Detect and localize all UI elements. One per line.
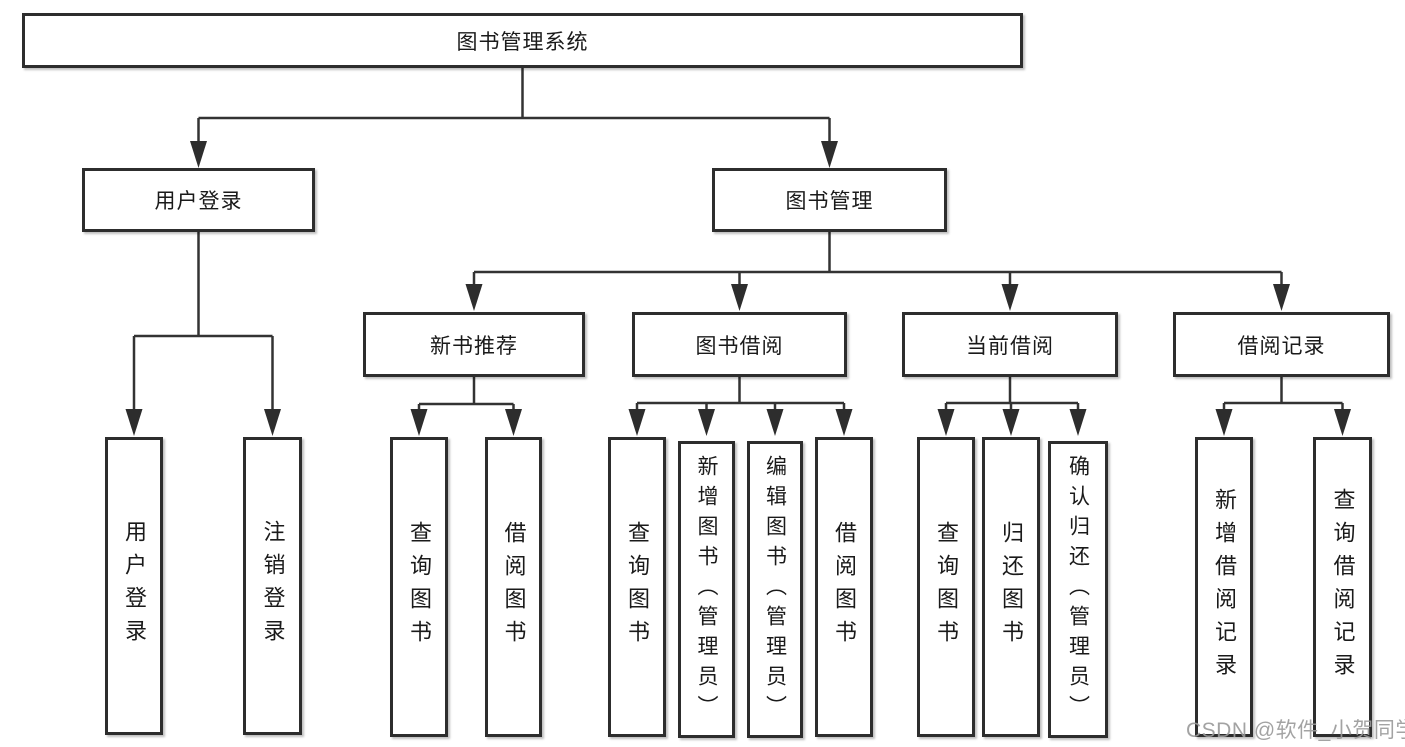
leaf-nbr-borrow-books: 借阅图书: [485, 437, 542, 737]
node-label: 用户登录: [154, 190, 243, 213]
node-label: 新增借阅记录: [1212, 488, 1237, 686]
node-label: 图书管理: [785, 190, 874, 213]
leaf-cb-query-books: 查询图书: [917, 437, 975, 737]
node-label: 查询图书: [625, 521, 650, 653]
node-label: 查询借阅记录: [1330, 488, 1356, 686]
node-label: 注销登录: [260, 520, 286, 652]
node-borrow-records: 借阅记录: [1173, 312, 1390, 377]
node-label: 查询图书: [407, 521, 432, 653]
leaf-br-add-record: 新增借阅记录: [1195, 437, 1253, 737]
leaf-bb-query-books: 查询图书: [608, 437, 666, 737]
leaf-cb-confirm-return-admin: 确认归还（管理员）: [1048, 441, 1108, 738]
node-label: 图书管理系统: [456, 30, 589, 54]
node-library-system: 图书管理系统: [22, 13, 1023, 68]
node-current-borrow: 当前借阅: [902, 312, 1118, 377]
leaf-cb-return-books: 归还图书: [982, 437, 1040, 737]
leaf-user-login: 用户登录: [105, 437, 163, 735]
node-label: 用户登录: [122, 520, 147, 652]
node-label: 编辑图书（管理员）: [763, 454, 787, 725]
node-label: 新书推荐: [430, 334, 518, 358]
node-label: 确认归还（管理员）: [1066, 454, 1090, 725]
leaf-br-query-record: 查询借阅记录: [1313, 437, 1372, 737]
leaf-nbr-query-books: 查询图书: [390, 437, 448, 737]
node-label: 查询图书: [934, 521, 959, 653]
node-label: 图书借阅: [695, 334, 784, 358]
node-label: 新增图书（管理员）: [695, 454, 718, 725]
leaf-bb-borrow-books: 借阅图书: [815, 437, 873, 737]
node-label: 当前借阅: [966, 334, 1054, 358]
node-user-login: 用户登录: [82, 168, 315, 232]
node-label: 借阅记录: [1237, 334, 1326, 358]
node-new-book-recommend: 新书推荐: [363, 312, 585, 377]
node-book-borrow: 图书借阅: [632, 312, 847, 377]
node-label: 借阅图书: [501, 521, 527, 653]
csdn-watermark: CSDN @软件_小贺同学: [1186, 719, 1405, 742]
leaf-logout: 注销登录: [243, 437, 302, 735]
leaf-bb-add-books-admin: 新增图书（管理员）: [678, 441, 735, 738]
node-label: 借阅图书: [832, 521, 857, 653]
node-book-management: 图书管理: [712, 168, 947, 232]
leaf-bb-edit-books-admin: 编辑图书（管理员）: [747, 441, 803, 738]
node-label: 归还图书: [999, 521, 1024, 653]
arrowheads: [125, 141, 1351, 436]
